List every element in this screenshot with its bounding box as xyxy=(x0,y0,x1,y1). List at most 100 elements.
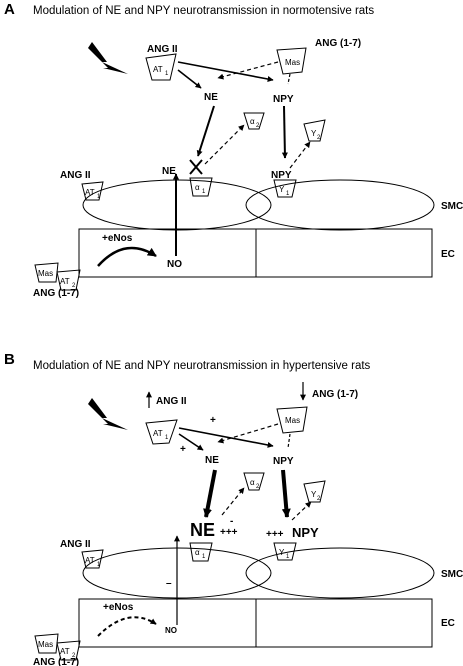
at1-receptor-low: AT 1 xyxy=(81,181,104,201)
alpha1-receptor: α 1 xyxy=(189,177,213,197)
smc-label: SMC xyxy=(441,201,463,212)
svg-text:2: 2 xyxy=(317,135,321,141)
y1-receptor: Y 1 xyxy=(273,179,297,198)
svg-text:AT: AT xyxy=(60,277,70,286)
y2-receptor: Y 2 xyxy=(303,480,326,503)
ec-label: EC xyxy=(441,249,455,260)
ec-label: EC xyxy=(441,618,455,629)
svg-text:AT: AT xyxy=(153,429,163,438)
panel-b: B Modulation of NE and NPY neurotransmis… xyxy=(4,351,463,666)
arrow-mas-block xyxy=(217,61,279,80)
smc-cell-right xyxy=(245,547,435,599)
ang2-top-label: ANG II xyxy=(147,44,178,55)
svg-text:Y: Y xyxy=(311,490,317,499)
plus-npy-label: +++ xyxy=(266,529,284,540)
svg-text:AT: AT xyxy=(85,188,95,197)
y1-receptor: Y 1 xyxy=(273,542,297,561)
npy-low-label: NPY xyxy=(292,525,319,540)
minus-ne-label: - xyxy=(230,516,233,527)
arrow-npy-release xyxy=(281,105,288,159)
arrow-npy-y2 xyxy=(291,501,312,521)
ang2-top-label: ANG II xyxy=(156,396,187,407)
svg-text:1: 1 xyxy=(165,435,169,441)
ne-mid-label: NE xyxy=(204,92,218,103)
mas-receptor-top: Mas xyxy=(276,406,308,434)
lightning-icon xyxy=(88,398,128,430)
svg-text:1: 1 xyxy=(286,554,290,560)
at1-receptor-top: AT 1 xyxy=(145,419,178,445)
alpha2-receptor: α 2 xyxy=(243,472,265,491)
no-label: NO xyxy=(167,259,182,270)
svg-text:1: 1 xyxy=(202,189,206,195)
mas-receptor-top: Mas xyxy=(276,47,307,75)
plus-ne-label: +++ xyxy=(220,527,238,538)
svg-text:Y: Y xyxy=(279,548,285,557)
svg-text:Mas: Mas xyxy=(285,58,300,67)
at1-receptor-low: AT 1 xyxy=(81,549,104,569)
enos-label: +eNos xyxy=(103,602,134,613)
enos-label: +eNos xyxy=(102,233,133,244)
svg-text:1: 1 xyxy=(97,194,101,200)
arrow-enos-curve xyxy=(97,246,157,267)
alpha2-receptor: α 2 xyxy=(243,112,265,130)
svg-text:2: 2 xyxy=(256,484,260,490)
svg-text:Mas: Mas xyxy=(38,640,53,649)
npy-mid-label: NPY xyxy=(273,94,294,105)
svg-text:Y: Y xyxy=(311,129,317,138)
arrow-ne-release xyxy=(203,469,217,518)
svg-text:1: 1 xyxy=(165,71,169,77)
at2-receptor: AT 2 xyxy=(56,640,81,661)
svg-text:1: 1 xyxy=(97,562,101,568)
arrow-ne-alpha2 xyxy=(221,487,245,516)
ang17-low-label: ANG (1-7) xyxy=(33,288,79,299)
lightning-icon xyxy=(88,42,128,74)
svg-text:2: 2 xyxy=(256,123,260,129)
svg-text:α: α xyxy=(250,478,255,487)
arrow-ne-alpha2 xyxy=(204,124,245,165)
arrow-at1-ne xyxy=(178,433,204,451)
alpha1-receptor: α 1 xyxy=(189,542,213,562)
ang17-top-label: ANG (1-7) xyxy=(315,38,361,49)
svg-text:AT: AT xyxy=(85,556,95,565)
ang2-low-label: ANG II xyxy=(60,170,91,181)
svg-text:AT: AT xyxy=(153,65,163,74)
no-label: NO xyxy=(165,626,177,635)
at2-receptor: AT 2 xyxy=(56,269,81,291)
arrow-at1-ne xyxy=(177,69,202,89)
arrow-mas-block xyxy=(217,423,279,444)
arrow-npy-y2 xyxy=(289,141,311,169)
arrow-enos-curve xyxy=(97,616,157,637)
ne-low-label: NE xyxy=(190,520,215,540)
block-x-icon xyxy=(189,159,203,175)
svg-text:α: α xyxy=(250,117,255,126)
svg-text:AT: AT xyxy=(60,647,70,656)
svg-text:2: 2 xyxy=(72,653,76,659)
svg-text:1: 1 xyxy=(286,191,290,197)
arrow-at1-npy xyxy=(177,61,274,82)
svg-text:Y: Y xyxy=(279,185,285,194)
panel-a: A Modulation of NE and NPY neurotransmis… xyxy=(4,1,463,299)
arrow-npy-release xyxy=(281,469,291,518)
smc-label: SMC xyxy=(441,569,463,580)
panel-b-letter: B xyxy=(4,351,15,368)
arrow-ne-release xyxy=(196,105,215,157)
svg-text:Mas: Mas xyxy=(285,416,300,425)
y2-receptor: Y 2 xyxy=(303,119,326,142)
panel-b-title: Modulation of NE and NPY neurotransmissi… xyxy=(33,360,371,372)
smc-cell-right xyxy=(245,179,435,231)
svg-text:2: 2 xyxy=(317,496,321,502)
mas-receptor-low: Mas xyxy=(34,633,59,654)
ne-mid-label: NE xyxy=(205,455,219,466)
at1-receptor-top: AT 1 xyxy=(145,53,177,81)
panel-a-title: Modulation of NE and NPY neurotransmissi… xyxy=(33,5,374,17)
svg-text:α: α xyxy=(195,183,200,192)
panel-a-letter: A xyxy=(4,1,15,18)
mas-receptor-low: Mas xyxy=(34,262,59,283)
npy-mid-label: NPY xyxy=(273,456,294,467)
arrow-mas-npy xyxy=(287,73,291,85)
npy-low-label: NPY xyxy=(271,170,292,181)
plus-label-2: + xyxy=(180,444,186,455)
svg-text:2: 2 xyxy=(72,283,76,289)
arrow-at1-npy xyxy=(178,427,274,448)
plus-label-1: + xyxy=(210,415,216,426)
